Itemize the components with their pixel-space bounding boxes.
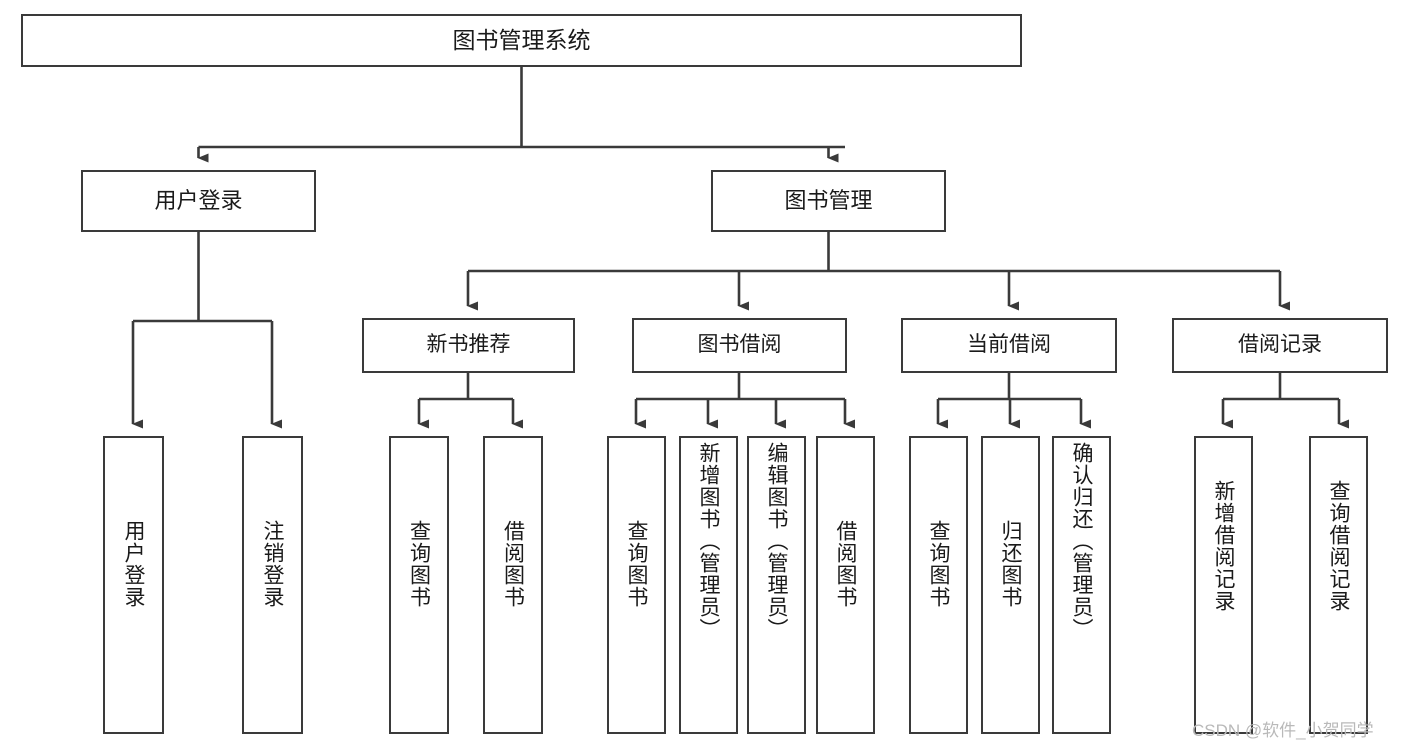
node-label: 当前借阅 bbox=[967, 333, 1051, 357]
node-book-manage[interactable]: 图书管理 bbox=[711, 170, 946, 232]
node-label: 查询图书 bbox=[407, 520, 431, 608]
node-label: 图书管理系统 bbox=[452, 26, 591, 53]
node-label: 借阅记录 bbox=[1238, 333, 1322, 357]
node-label: 新书推荐 bbox=[426, 333, 511, 357]
node-book-borrow[interactable]: 图书借阅 bbox=[632, 318, 847, 373]
node-label: 用户登录 bbox=[154, 188, 243, 214]
node-label: 确认归还（管理员） bbox=[1070, 442, 1093, 640]
node-label: 新增借阅记录 bbox=[1212, 480, 1235, 612]
node-label: 新增图书（管理员） bbox=[697, 442, 720, 640]
node-root-system[interactable]: 图书管理系统 bbox=[21, 14, 1022, 67]
node-label: 查询图书 bbox=[927, 520, 950, 608]
node-user-login[interactable]: 用户登录 bbox=[81, 170, 316, 232]
node-leaf-query-book-1[interactable]: 查询图书 bbox=[389, 436, 449, 734]
node-label: 注销登录 bbox=[261, 520, 284, 608]
node-label: 编辑图书（管理员） bbox=[765, 442, 788, 640]
node-leaf-logout-login[interactable]: 注销登录 bbox=[242, 436, 303, 734]
node-leaf-return-book[interactable]: 归还图书 bbox=[981, 436, 1040, 734]
node-label: 图书管理 bbox=[784, 188, 873, 214]
node-leaf-query-book-2[interactable]: 查询图书 bbox=[607, 436, 666, 734]
node-current-borrow[interactable]: 当前借阅 bbox=[901, 318, 1117, 373]
node-leaf-user-login[interactable]: 用户登录 bbox=[103, 436, 164, 734]
node-leaf-borrow-book-2[interactable]: 借阅图书 bbox=[816, 436, 875, 734]
node-label: 归还图书 bbox=[999, 520, 1022, 608]
node-label: 借阅图书 bbox=[501, 520, 525, 608]
node-label: 借阅图书 bbox=[834, 520, 857, 608]
node-leaf-query-book-3[interactable]: 查询图书 bbox=[909, 436, 968, 734]
node-leaf-add-record[interactable]: 新增借阅记录 bbox=[1194, 436, 1253, 734]
node-label: 查询借阅记录 bbox=[1327, 480, 1350, 612]
node-label: 图书借阅 bbox=[697, 333, 782, 357]
node-leaf-edit-book[interactable]: 编辑图书（管理员） bbox=[747, 436, 806, 734]
node-leaf-add-book[interactable]: 新增图书（管理员） bbox=[679, 436, 738, 734]
node-label: 查询图书 bbox=[625, 520, 648, 608]
node-borrow-record[interactable]: 借阅记录 bbox=[1172, 318, 1388, 373]
node-leaf-query-record[interactable]: 查询借阅记录 bbox=[1309, 436, 1368, 734]
node-leaf-confirm-return[interactable]: 确认归还（管理员） bbox=[1052, 436, 1111, 734]
node-leaf-borrow-book-1[interactable]: 借阅图书 bbox=[483, 436, 543, 734]
node-label: 用户登录 bbox=[122, 520, 145, 608]
node-new-book-recommend[interactable]: 新书推荐 bbox=[362, 318, 575, 373]
